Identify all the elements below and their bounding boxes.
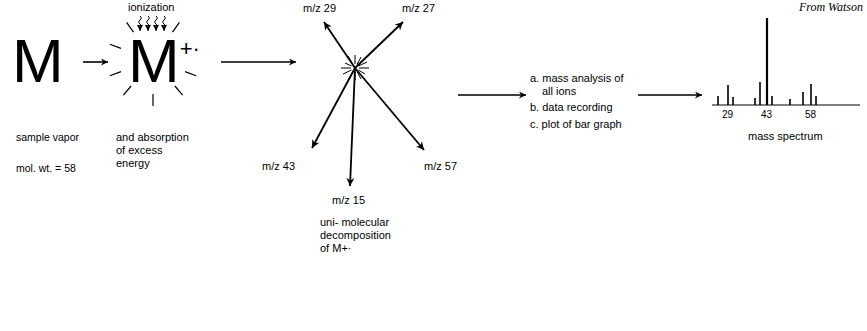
- axis-label: 43: [761, 108, 772, 121]
- text-row: mass spectrum: [706, 4, 862, 143]
- spectrum-baseline: [712, 105, 860, 106]
- base-peak-bar: [766, 18, 768, 105]
- source-credit: From Watson: [799, 1, 863, 14]
- glow-rays: [110, 22, 196, 106]
- fragment-arrow: [355, 68, 424, 150]
- fragment-arrow: [324, 22, 355, 68]
- stage-text: b. data recording: [530, 101, 613, 113]
- text-row: M: [6, 30, 79, 109]
- text-row: mol. wt. = 58: [6, 162, 79, 175]
- text-row: a. mass analysis of all ions: [530, 72, 634, 98]
- fragment-label: m/z 57: [424, 160, 457, 173]
- stage-text: mass spectrum: [748, 130, 823, 142]
- text-row: b. data recording: [530, 101, 634, 114]
- process-label: ionization: [128, 1, 174, 14]
- stage-text: and absorption of excess energy: [116, 131, 189, 169]
- axis-label: 29: [722, 108, 733, 121]
- fragment-arrow: [355, 22, 403, 68]
- fragment-label: m/z 43: [262, 160, 295, 173]
- flow-arrow: [458, 94, 526, 96]
- sample-stage: Msample vapor mol. wt. = 58: [6, 30, 79, 175]
- text-row: and absorption of excess energy: [112, 131, 196, 170]
- fragment-arrow: [350, 68, 355, 186]
- text-row: c. plot of bar graph: [530, 118, 634, 131]
- ionization-stage: M+· and absorption of excess energy: [112, 30, 217, 170]
- decomposition-stage: uni- molecular decomposition of M+·: [300, 20, 454, 255]
- mass-spectrum: mass spectrum: [706, 4, 862, 143]
- spectrum-graph: [712, 18, 860, 105]
- fragment-label: m/z 29: [303, 2, 336, 15]
- stage-text: sample vapor: [16, 131, 79, 143]
- stage-text: a. mass analysis of all ions: [530, 72, 624, 97]
- stage-text: c. plot of bar graph: [530, 118, 622, 130]
- stage-text: +·: [180, 36, 200, 61]
- stage-text: M: [128, 26, 180, 95]
- fragment-label: m/z 27: [402, 2, 435, 15]
- flow-arrow: [638, 94, 702, 96]
- fragment-arrow: [312, 68, 355, 148]
- flow-arrow: [83, 61, 108, 63]
- fragment-label: m/z 15: [332, 194, 365, 207]
- flow-arrow: [221, 61, 296, 63]
- stage-text: M: [12, 26, 64, 95]
- text-row: M+·: [112, 30, 217, 109]
- text-row: sample vapor: [6, 131, 79, 144]
- axis-label: 58: [805, 108, 816, 121]
- analysis-steps: a. mass analysis of all ions b. data reco…: [530, 72, 634, 131]
- fragment-arrows: [312, 22, 424, 186]
- text-row: uni- molecular decomposition of M+·: [300, 20, 402, 255]
- stage-text: uni- molecular decomposition of M+·: [320, 216, 391, 254]
- stage-text: mol. wt. = 58: [16, 162, 76, 174]
